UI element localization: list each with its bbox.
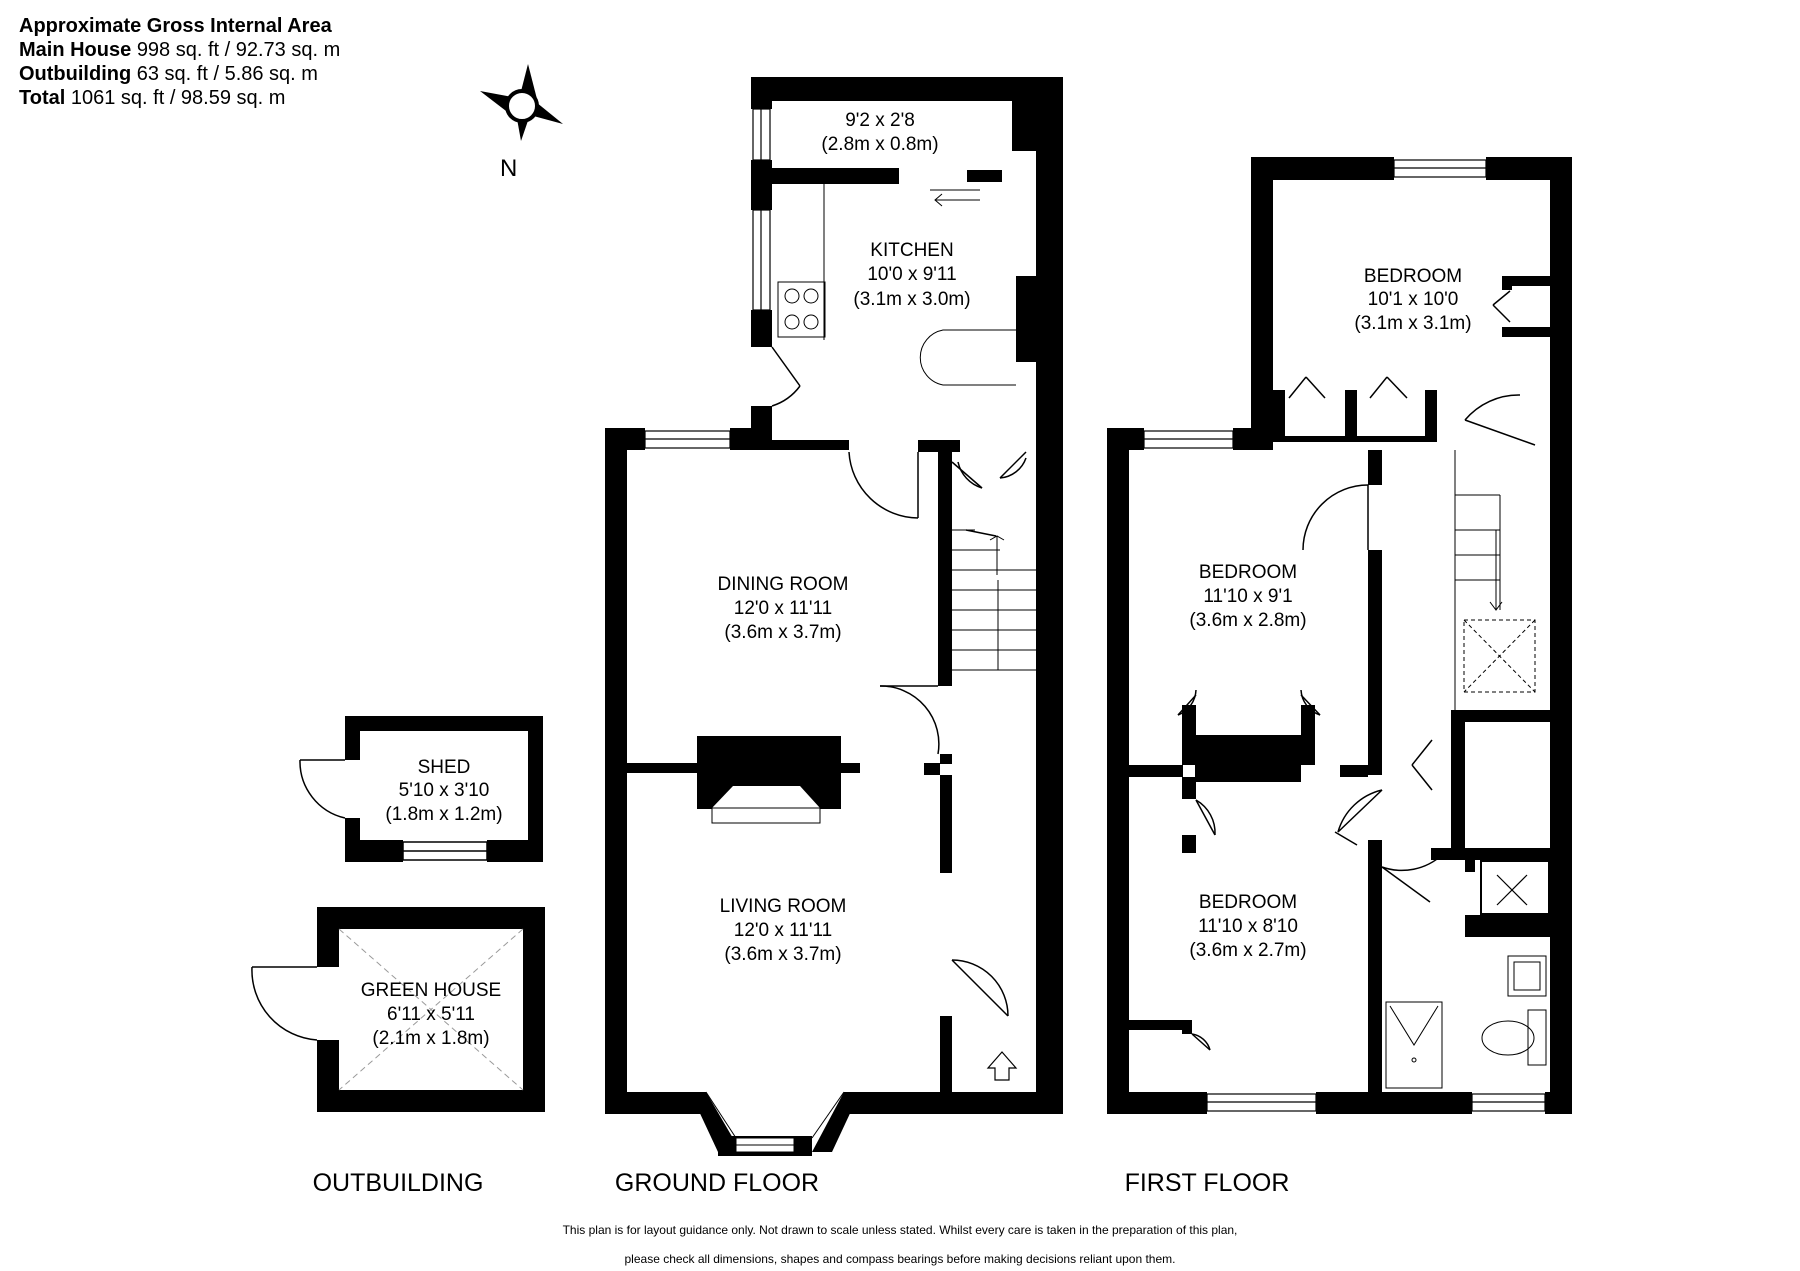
entrance-arrow-icon — [986, 1051, 1018, 1081]
dining-room-dimensions-metric: (3.6m x 3.7m) — [724, 622, 841, 643]
disclaimer-line-2: please check all dimensions, shapes and … — [624, 1252, 1176, 1266]
dining-room-label: DINING ROOM — [718, 574, 849, 595]
bedroom-1-label: BEDROOM — [1364, 266, 1462, 287]
gross-area-row-outbuilding: Outbuilding 63 sq. ft / 5.86 sq. m — [19, 63, 318, 85]
bedroom-2-label: BEDROOM — [1199, 562, 1297, 583]
ground-floor-doors — [771, 346, 1027, 1017]
shed-dimensions-imperial: 5'10 x 3'10 — [399, 780, 490, 801]
dining-room-dimensions-imperial: 12'0 x 11'11 — [734, 598, 832, 619]
greenhouse-dimensions-imperial: 6'11 x 5'11 — [387, 1004, 475, 1025]
gross-area-heading: Approximate Gross Internal Area — [19, 15, 332, 37]
airing-cupboard-cross-icon — [1496, 874, 1528, 906]
bedroom-1-dimensions-imperial: 10'1 x 10'0 — [1368, 289, 1459, 310]
first-floor-doors — [1177, 290, 1536, 1051]
bedroom-3-label: BEDROOM — [1199, 892, 1297, 913]
first-floor-windows — [1143, 159, 1546, 1112]
compass-rose-icon — [480, 64, 563, 141]
bedroom-2-dimensions-imperial: 11'10 x 9'1 — [1203, 586, 1292, 607]
sliding-door-arrow-icon — [930, 189, 980, 207]
greenhouse-roof-lines — [338, 928, 524, 1091]
store-dimensions-metric: (2.8m x 0.8m) — [821, 134, 938, 155]
first-floor-stairs — [1454, 450, 1503, 710]
disclaimer-line-1: This plan is for layout guidance only. N… — [562, 1223, 1238, 1237]
basin-icon — [1507, 955, 1547, 997]
kitchen-hob-icon — [777, 281, 826, 338]
greenhouse-dimensions-metric: (2.1m x 1.8m) — [372, 1028, 489, 1049]
living-room-bay-window — [690, 1091, 860, 1156]
kitchen-label: KITCHEN — [870, 240, 953, 261]
greenhouse-walls — [317, 907, 545, 1112]
living-room-label: LIVING ROOM — [720, 896, 847, 917]
first-floor-label: FIRST FLOOR — [1125, 1169, 1290, 1197]
shed-dimensions-metric: (1.8m x 1.2m) — [385, 804, 502, 825]
kitchen-counter-curve — [919, 329, 1016, 386]
bedroom-1-dimensions-metric: (3.1m x 3.1m) — [1354, 313, 1471, 334]
greenhouse-label: GREEN HOUSE — [361, 980, 501, 1001]
store-dimensions-imperial: 9'2 x 2'8 — [845, 110, 915, 131]
ground-floor-windows — [644, 108, 771, 449]
living-room-dimensions-metric: (3.6m x 3.7m) — [724, 944, 841, 965]
ground-floor-walls — [605, 77, 1063, 1114]
loft-hatch-icon — [1463, 619, 1536, 693]
gross-area-row-total: Total 1061 sq. ft / 98.59 sq. m — [19, 87, 286, 109]
shed-door — [299, 759, 346, 819]
gross-area-row-main-house: Main House 998 sq. ft / 92.73 sq. m — [19, 39, 341, 61]
ground-floor-label: GROUND FLOOR — [615, 1169, 819, 1197]
toilet-icon — [1481, 1009, 1547, 1066]
shed-walls — [345, 716, 543, 862]
compass-north-label: N — [500, 155, 517, 182]
kitchen-dimensions-metric: (3.1m x 3.0m) — [853, 289, 970, 310]
bedroom-3-dimensions-metric: (3.6m x 2.7m) — [1189, 940, 1306, 961]
shed-window — [402, 841, 488, 861]
ground-floor-stairs — [952, 529, 1036, 671]
chimney-breast — [711, 786, 821, 824]
bedroom-2-dimensions-metric: (3.6m x 2.8m) — [1189, 610, 1306, 631]
greenhouse-door — [251, 966, 318, 1041]
gross-area-summary: Approximate Gross Internal Area Main Hou… — [19, 14, 340, 110]
kitchen-dimensions-imperial: 10'0 x 9'11 — [867, 264, 956, 285]
first-floor-walls — [1107, 157, 1572, 1114]
bedroom-3-dimensions-imperial: 11'10 x 8'10 — [1198, 916, 1298, 937]
outbuilding-floor-label: OUTBUILDING — [313, 1169, 484, 1197]
shed-label: SHED — [418, 757, 471, 778]
shower-tray-icon — [1385, 1001, 1443, 1089]
living-room-dimensions-imperial: 12'0 x 11'11 — [734, 920, 832, 941]
